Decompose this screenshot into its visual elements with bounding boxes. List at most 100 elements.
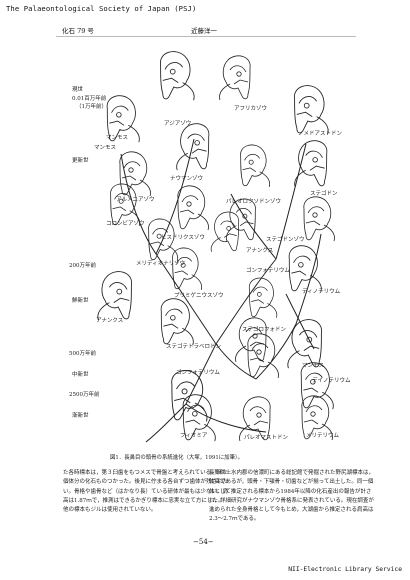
taxon-label: ステゴドンゾウ [266, 235, 305, 243]
skull-orbit [180, 262, 186, 268]
skull-contour [114, 192, 131, 200]
lineage-branch [295, 233, 322, 325]
skull-jaw [174, 270, 189, 276]
tusk [219, 83, 231, 101]
taxon-label: デイノテリウム [312, 376, 351, 384]
lineage-branch [285, 293, 315, 350]
taxon-label: メリディオナリゾウ [136, 259, 185, 267]
skull-jaw [303, 387, 319, 393]
skull-orbit [306, 336, 313, 343]
skull-contour [164, 62, 183, 70]
skull-orbit [169, 68, 176, 75]
skull-drawings [97, 51, 335, 442]
skull-orbit [312, 212, 318, 218]
tusk [128, 124, 140, 143]
skull-drawing [172, 247, 203, 291]
skull-outline [301, 395, 330, 440]
tusk [259, 171, 271, 188]
skull-jaw [109, 120, 125, 126]
skull-orbit [116, 288, 123, 295]
taxon-label: メリテリウム [306, 431, 340, 439]
skull-outline [101, 271, 132, 320]
skull-jaw [296, 111, 313, 117]
skull-orbit [256, 412, 262, 418]
skull-jaw [185, 419, 201, 425]
skull-orbit [118, 198, 124, 204]
lineage-branch [275, 143, 307, 260]
skull-orbit [248, 159, 254, 165]
tusk [139, 179, 151, 197]
skull-contour [293, 255, 311, 263]
skull-jaw [179, 209, 195, 215]
skull-outline [247, 333, 276, 378]
skull-drawing [239, 396, 271, 442]
skull-drawing [287, 319, 322, 369]
skull-orbit [312, 157, 318, 163]
taxon-label: ステゴドン [310, 189, 338, 197]
skull-contour [244, 153, 261, 161]
skull-contour [165, 308, 183, 316]
tusk [182, 82, 195, 101]
left-text-column: た各時標本は，第３臼歯をもつメスで骨盤と考えられている。ほか個体分の化石ものつか… [63, 469, 228, 515]
axis-label: 200万年前 [69, 261, 96, 269]
skull-outline [291, 319, 322, 368]
skull-drawing [176, 123, 210, 171]
tusk [194, 402, 208, 422]
lineage-branch [155, 138, 195, 255]
lineage-branch [255, 323, 297, 380]
axis-label: 500万年前 [69, 349, 96, 357]
skull-outline [240, 144, 267, 187]
skull-drawing [288, 245, 322, 293]
tusk [97, 302, 110, 321]
skull-orbit [116, 112, 122, 118]
paragraph: 長野県上水内郡の信濃町にある総記館で発掘された野尻湖標本は，体高であるが，頭骨・… [209, 470, 375, 523]
tusk [167, 245, 179, 262]
skull-orbit [252, 333, 258, 339]
taxon-label: ヒスドリクスゾウ [161, 233, 205, 241]
skull-outline [148, 218, 175, 261]
skull-drawing [171, 370, 208, 422]
skull-contour [187, 133, 205, 141]
skull-drawing [160, 51, 195, 101]
skull-contour [298, 96, 317, 104]
tusk [316, 116, 329, 135]
right-text-column: 長野県上水内郡の信濃町にある総記館で発掘された野尻湖標本は，体高であるが，頭骨・… [209, 469, 374, 525]
skull-orbit [128, 167, 134, 173]
skull-outline [242, 396, 271, 441]
taxon-label: ディノテリウム [302, 287, 341, 295]
skull-contour [252, 286, 268, 293]
skull-drawing [182, 394, 216, 442]
skull-orbit [192, 411, 198, 417]
skull-jaw [239, 221, 254, 227]
lineage-branch [230, 193, 277, 260]
skull-contour [251, 343, 269, 351]
skull-jaw [174, 397, 191, 404]
phylogeny-drawing: 現世 0.01百万年前 （1万年前） 更新世 200万年前 鮮新世 500万年前… [69, 51, 351, 443]
skull-jaw [253, 420, 269, 426]
skull-jaw [191, 148, 207, 154]
taxon-label: フィオミア [180, 432, 208, 439]
skull-outline [106, 95, 136, 142]
skull-orbit [170, 315, 176, 321]
skull-outline [180, 123, 210, 170]
skull-jaw [305, 220, 321, 226]
proboscidean-phylogeny-figure: 現世 0.01百万年前 （1万年前） 更新世 200万年前 鮮新世 500万年前… [66, 44, 366, 449]
taxon-label: パレオマストドン [244, 434, 289, 441]
lineage-branch [155, 253, 217, 345]
skull-jaw [162, 77, 179, 83]
taxon-label: ナウマンゾウ [170, 174, 203, 182]
skull-contour [249, 406, 267, 414]
lineage-branch [120, 153, 157, 255]
skull-jaw [303, 419, 319, 425]
skull-outline [171, 370, 204, 421]
axis-label: 現世 [72, 85, 84, 93]
skull-outline [229, 198, 256, 241]
skull-contour [235, 207, 252, 215]
lineage-branch [185, 343, 217, 405]
skull-contour [187, 404, 205, 412]
skull-jaw [233, 79, 249, 85]
page-number: −54− [193, 538, 214, 546]
skull-contour [229, 65, 247, 73]
axis-label: 0.01百万年前 [72, 94, 107, 102]
tusk [204, 423, 216, 442]
